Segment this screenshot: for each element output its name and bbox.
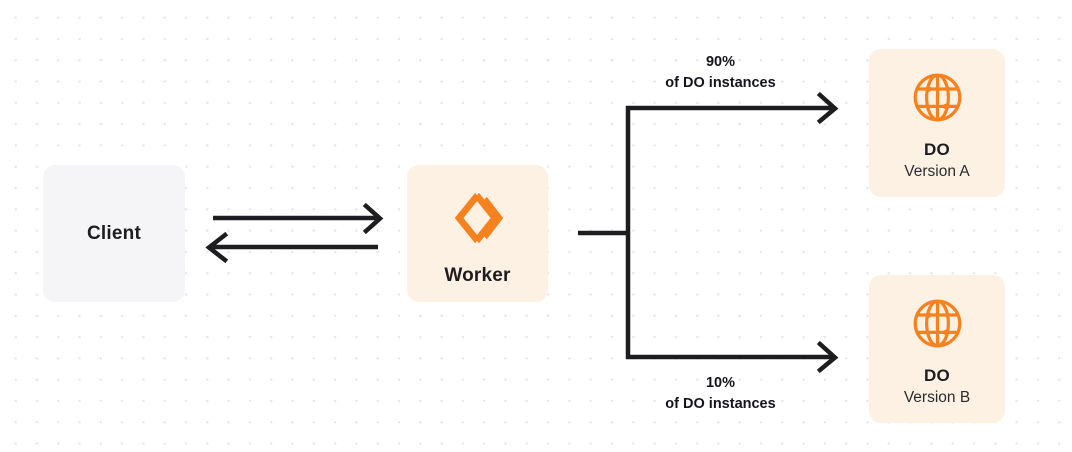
node-do-version-b[interactable]: DO Version B bbox=[869, 275, 1005, 423]
node-do-a-title: DO bbox=[924, 140, 950, 159]
edge-client-to-worker bbox=[213, 202, 384, 235]
edge-worker-branch-bus bbox=[578, 106, 631, 359]
node-do-a-subtitle: Version A bbox=[904, 163, 970, 180]
node-client[interactable]: Client bbox=[43, 165, 185, 302]
edge-label-do-b: 10% of DO instances bbox=[593, 373, 848, 415]
node-do-b-subtitle: Version B bbox=[903, 389, 971, 406]
edge-label-do-b-caption: of DO instances bbox=[665, 396, 776, 413]
node-do-b-title: DO bbox=[924, 366, 950, 385]
edge-label-do-a: 90% of DO instances bbox=[593, 52, 848, 94]
edge-label-do-a-percent: 90% bbox=[705, 54, 736, 70]
cloudflare-workers-icon bbox=[447, 187, 509, 249]
edge-worker-to-client bbox=[205, 231, 378, 264]
node-client-label: Client bbox=[87, 222, 141, 244]
edge-worker-to-do-a bbox=[626, 91, 839, 125]
edge-worker-to-do-b bbox=[626, 340, 839, 374]
node-worker-label: Worker bbox=[444, 264, 511, 286]
globe-icon bbox=[909, 69, 966, 126]
node-do-version-a[interactable]: DO Version A bbox=[869, 49, 1005, 197]
node-worker[interactable]: Worker bbox=[407, 165, 548, 302]
globe-icon bbox=[909, 295, 966, 352]
edge-label-do-b-percent: 10% bbox=[705, 375, 736, 391]
edge-label-do-a-caption: of DO instances bbox=[665, 75, 776, 92]
